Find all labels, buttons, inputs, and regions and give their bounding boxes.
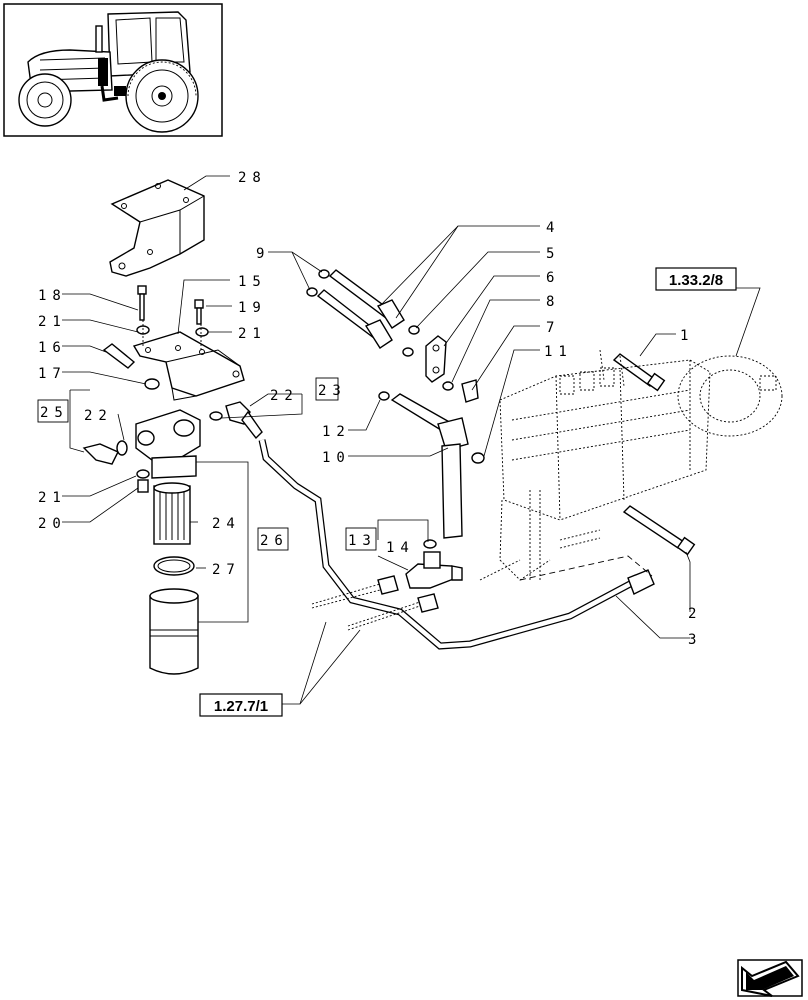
fuel-filter	[82, 409, 201, 675]
ref-injection-pump[interactable]: 1.33.2/8	[669, 272, 723, 289]
callout-7: 7	[546, 320, 560, 336]
boxed-labels	[37, 377, 377, 551]
bracket-28	[109, 179, 205, 277]
callout-3: 3	[688, 632, 702, 648]
callout-19: 19	[238, 300, 267, 316]
callout-5: 5	[546, 246, 560, 262]
fuel-pipe	[258, 439, 655, 650]
callout-22b: 22	[270, 388, 299, 404]
ref-box-injection-pump[interactable]: 1.33.2/8	[655, 267, 737, 291]
callout-6: 6	[546, 270, 560, 286]
callout-20: 20	[38, 516, 67, 532]
callout-2: 2	[688, 606, 702, 622]
tractor-thumbnail	[3, 3, 223, 137]
callout-12: 12	[322, 424, 351, 440]
bracket-15	[132, 331, 245, 401]
plate-6	[425, 335, 479, 403]
injection-pump	[479, 349, 783, 581]
ref-fuel-lines[interactable]: 1.27.7/1	[214, 698, 268, 715]
callout-21c: 21	[38, 490, 67, 506]
callout-24: 24	[212, 516, 241, 532]
callout-8: 8	[546, 294, 560, 310]
callout-28: 28	[238, 170, 267, 186]
callout-13: 13	[348, 533, 377, 549]
elbow-fitting	[209, 401, 263, 440]
leader-lines	[62, 175, 761, 705]
t-piece-14	[405, 551, 463, 589]
callout-27: 27	[212, 562, 241, 578]
t-fitting	[378, 391, 485, 549]
callout-15: 15	[238, 274, 267, 290]
callout-11: 11	[544, 344, 573, 360]
next-page-arrow-icon[interactable]	[737, 959, 803, 997]
callout-23: 23	[318, 383, 347, 399]
callout-4: 4	[546, 220, 560, 236]
dotted-pipes	[311, 575, 439, 631]
callout-18: 18	[38, 288, 67, 304]
callout-14: 14	[386, 540, 415, 556]
callout-16: 16	[38, 340, 67, 356]
long-bolts	[612, 353, 696, 556]
callout-22a: 22	[84, 408, 113, 424]
callout-17: 17	[38, 366, 67, 382]
callout-1: 1	[680, 328, 694, 344]
callout-21a: 21	[38, 314, 67, 330]
callout-10: 10	[322, 450, 351, 466]
callout-26: 26	[260, 533, 289, 549]
callout-25: 25	[40, 405, 69, 421]
callout-21b: 21	[238, 326, 267, 342]
callout-9: 9	[256, 246, 270, 262]
callout-labels: 28 4 5 6 8 7 11 9 18 21 16 17 15 19 21 2…	[38, 170, 702, 648]
tractor-icon	[18, 11, 199, 133]
ref-box-fuel-lines[interactable]: 1.27.7/1	[199, 693, 283, 717]
